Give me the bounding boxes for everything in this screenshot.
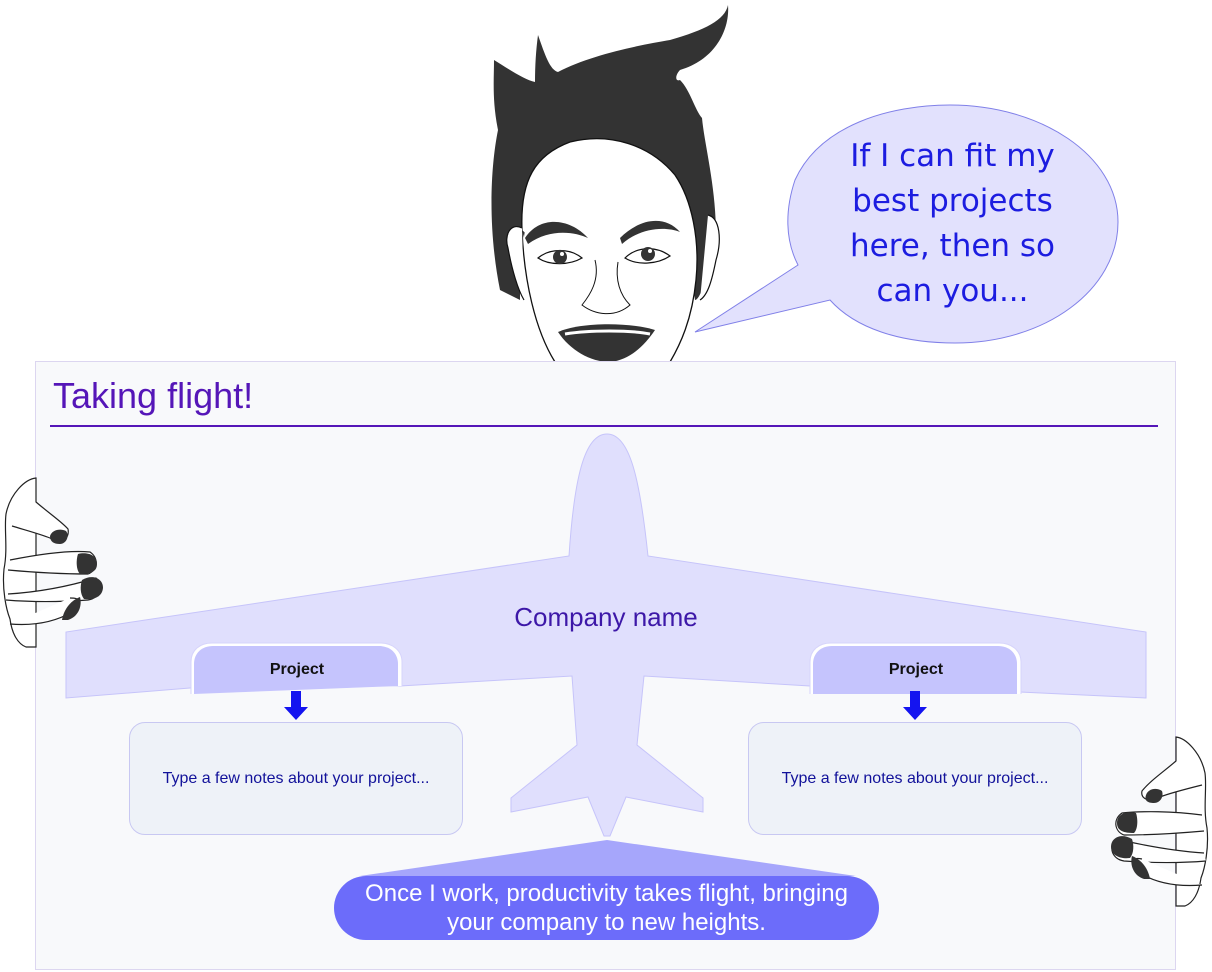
footer-line: your company to new heights. [447, 909, 766, 936]
arrow-down-icon [284, 691, 308, 720]
project-notes-right[interactable]: Type a few notes about your project... [748, 722, 1082, 835]
page-title[interactable]: Taking flight! [53, 375, 254, 416]
title-divider [50, 425, 1158, 427]
arrow-down-icon [903, 691, 927, 720]
company-name[interactable]: Company name [514, 602, 698, 632]
project-label[interactable]: Project [888, 661, 944, 678]
speech-line: If I can fit my [850, 138, 1055, 174]
speech-line: can you... [876, 273, 1029, 309]
hand-icon [2, 477, 103, 648]
hand-icon [1111, 736, 1209, 907]
speech-bubble-text: If I can fit my best projects here, then… [810, 134, 1095, 314]
left-hand-illustration [0, 474, 110, 652]
speech-line: best projects [852, 183, 1053, 219]
project-tab-right[interactable] [809, 642, 1022, 694]
notes-text: Type a few notes about your project... [781, 769, 1049, 787]
project-label[interactable]: Project [269, 661, 325, 678]
character-illustration [480, 0, 740, 362]
notes-text: Type a few notes about your project... [162, 769, 430, 787]
woman-face-icon [491, 5, 729, 362]
speech-bubble [690, 100, 1120, 345]
project-tab-left[interactable] [190, 642, 403, 694]
footer-line: Once I work, productivity takes flight, … [365, 880, 848, 907]
project-notes-left[interactable]: Type a few notes about your project... [129, 722, 463, 835]
speech-line: here, then so [849, 228, 1056, 264]
right-hand-illustration [1106, 733, 1212, 911]
footer-message[interactable]: Once I work, productivity takes flight, … [334, 876, 879, 940]
